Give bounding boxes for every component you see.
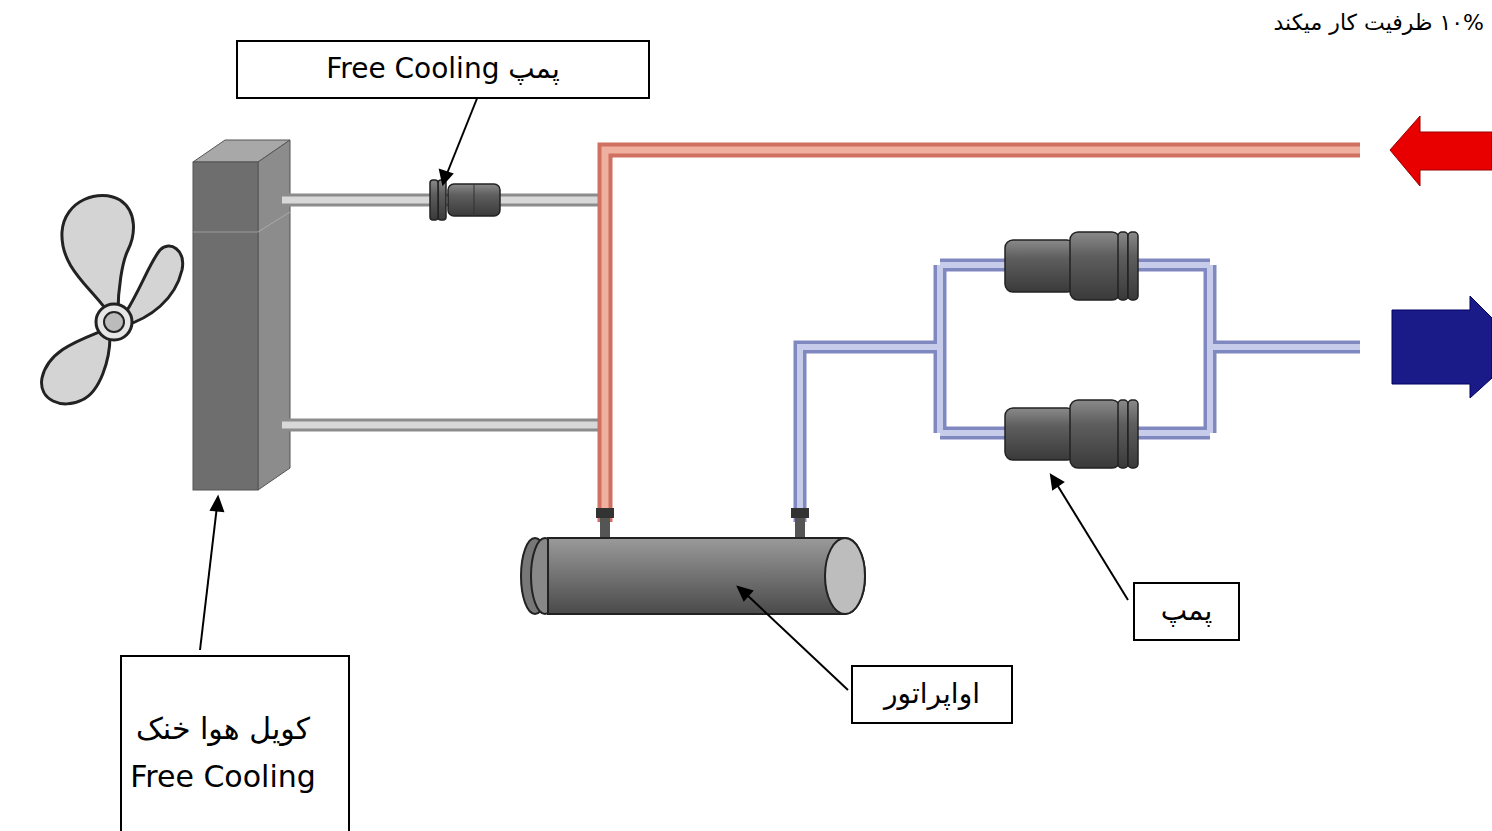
callout-text: کویل هوا خنک Free Cooling — [122, 705, 324, 801]
callout-text: پمپ Free Cooling — [326, 47, 560, 92]
fan — [42, 195, 183, 403]
chilled-water-pipe — [800, 265, 1360, 522]
leader-lines — [200, 96, 1128, 690]
coil-callout-box: کویل هوا خنک Free Cooling — [120, 655, 350, 831]
callout-text: اواپراتور — [884, 672, 980, 717]
pump-callout-box: پمپ Free Cooling — [236, 40, 650, 99]
inlet-arrow — [1390, 116, 1492, 186]
free-cooling-pipes — [282, 200, 605, 425]
main-pumps — [1005, 232, 1138, 468]
callout-text: پمپ — [1161, 589, 1212, 634]
free-cooling-pump — [430, 180, 500, 220]
air-cooled-coil — [193, 140, 290, 490]
pump-callout-box: پمپ — [1133, 582, 1240, 641]
warm-water-pipe — [605, 150, 1360, 522]
evaporator-callout-box: اواپراتور — [851, 665, 1013, 724]
evaporator — [521, 508, 865, 614]
outlet-arrow — [1392, 296, 1492, 398]
note-label: ۱۰% ظرفیت کار میکند — [1274, 10, 1485, 35]
